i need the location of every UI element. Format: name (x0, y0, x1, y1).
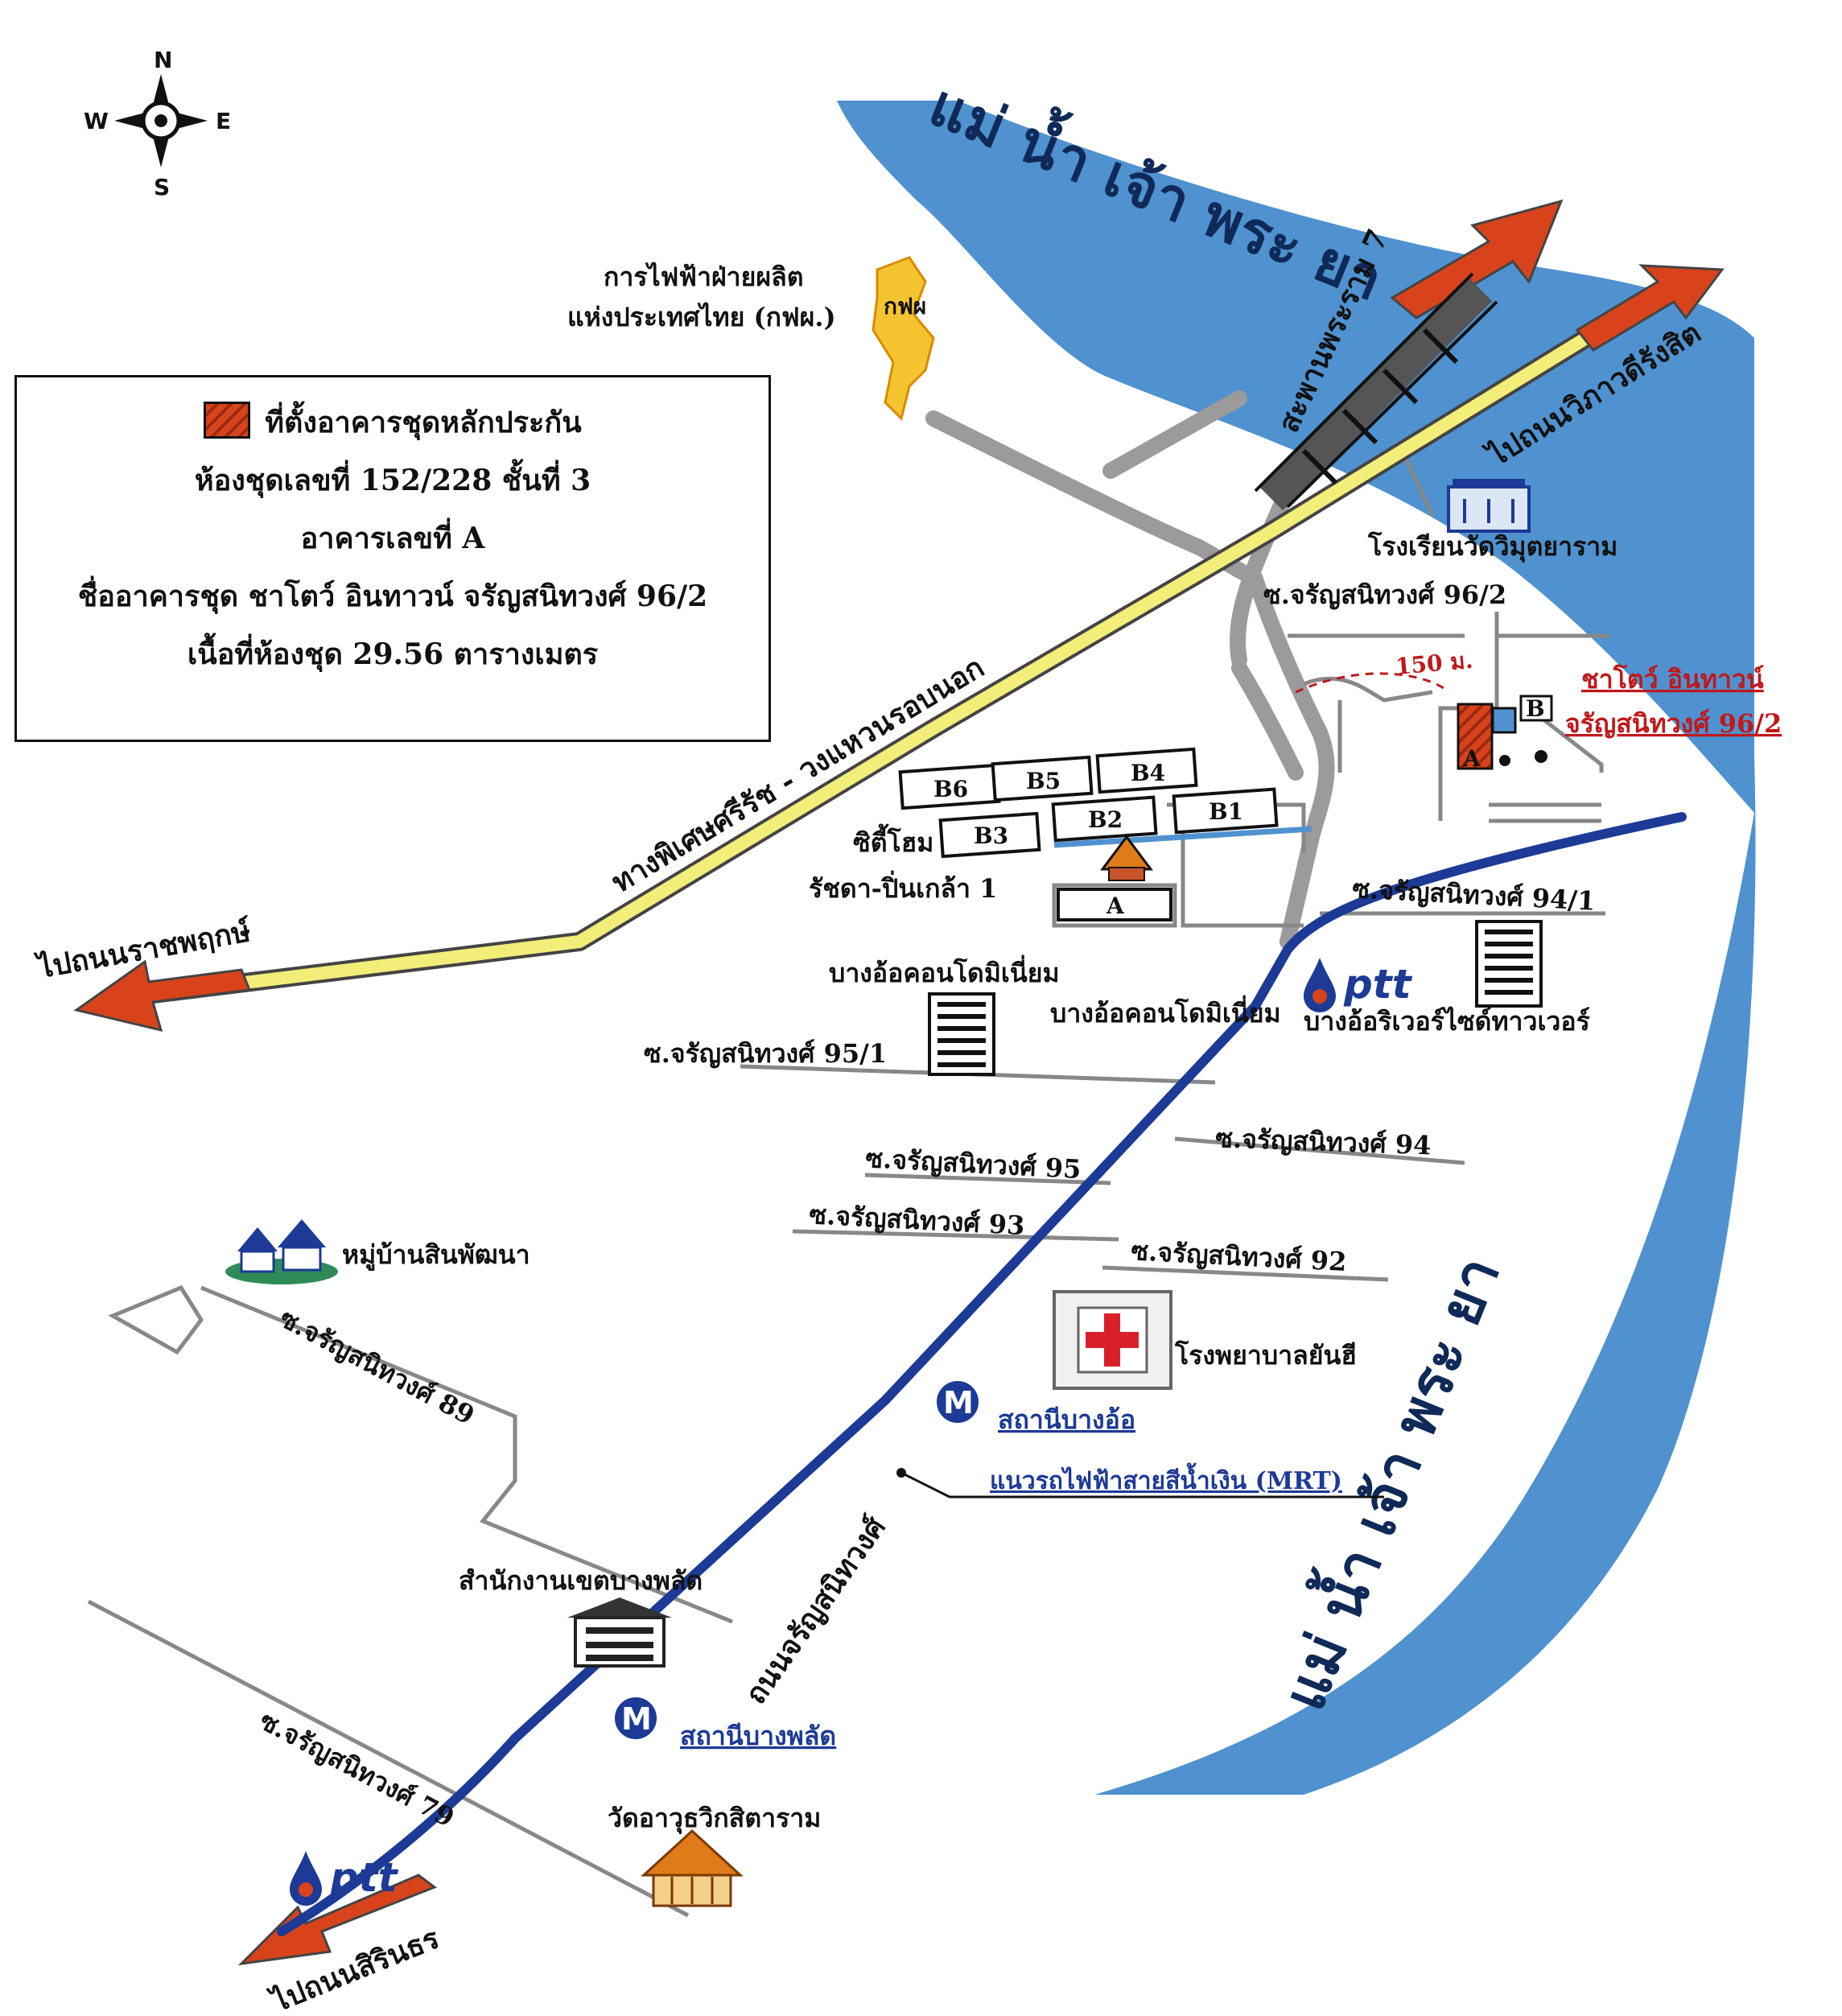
hospital-icon (1053, 1290, 1172, 1390)
riverside-label: บางอ้อริเวอร์ไซด์ทาวเวอร์ (1304, 1006, 1590, 1037)
district-office-label: สำนักงานเขตบางพลัด (459, 1565, 703, 1596)
ptt-text-bottom: ptt (329, 1854, 399, 1901)
station-bang-phlat-label: สถานีบางพลัด (680, 1721, 836, 1751)
target-name-2: จรัญสนิทวงศ์ 96/2 (1565, 708, 1782, 739)
village-label: หมู่บ้านสินพัฒนา (342, 1239, 530, 1272)
ptt-logo-bottom: ptt (290, 1851, 399, 1906)
soi-93-label: ซ.จรัญสนิทวงศ์ 93 (809, 1199, 1026, 1241)
info-line-4: ชื่ออาคารชุด ชาโตว์ อินทาวน์ จรัญสนิทวงศ… (77, 579, 708, 613)
district-office-icon (567, 1598, 672, 1668)
river-top (837, 101, 1754, 813)
condo-tower-icon (928, 992, 995, 1076)
block-a-label: A (1106, 893, 1125, 919)
soi-89-label: ซ.จรัญสนิทวงศ์ 89 (274, 1303, 480, 1431)
condo-bang-o-mid-label: บางอ้อคอนโดมิเนี่ยม (1050, 995, 1281, 1029)
info-line-1: ที่ตั้งอาคารชุดหลักประกัน (17, 394, 769, 451)
info-line-5: เนื้อที่ห้องชุด 29.56 ตารางเมตร (187, 637, 599, 671)
condo-bang-o-top-label: บางอ้อคอนโดมิเนี่ยม (829, 954, 1060, 988)
block-a (1057, 888, 1172, 921)
hospital-label: โรงพยาบาลยันฮี (1174, 1340, 1357, 1371)
minor-roads (87, 445, 1609, 1918)
distance-line (1295, 672, 1450, 694)
mrt-station-bang-phlat-icon: M (612, 1694, 660, 1742)
mrt-line (277, 812, 1687, 1936)
target-bldg-a: A (1462, 745, 1481, 772)
compass-icon: N S E W (84, 47, 231, 200)
village-icon (225, 1219, 338, 1284)
local-roads (925, 390, 1335, 950)
target-building-icon: A B (1457, 695, 1553, 772)
mrt-callout-line (900, 1471, 1384, 1499)
info-line-2: ห้องชุดเลขที่ 152/228 ชั้นที่ 3 (194, 464, 591, 497)
distance-label: 150 ม. (1395, 647, 1474, 680)
svg-text:M: M (943, 1385, 974, 1420)
city-home-blocks (898, 747, 1279, 859)
river-right (1094, 757, 1756, 1795)
egat-logo-text: กฟผ (884, 293, 926, 320)
compass-n: N (154, 47, 172, 73)
block-b5: B5 (1026, 768, 1061, 794)
arrow-sirindhorn (237, 1874, 438, 1966)
soi-79-label: ซ.จรัญสนิทวงศ์ 79 (254, 1705, 459, 1833)
city-home-label-2: รัชดา-ปิ่นเกล้า 1 (809, 870, 997, 904)
arrow-nonthaburi (1390, 199, 1725, 352)
block-b1: B1 (1209, 798, 1243, 825)
soi-94-label: ซ.จรัญสนิทวงศ์ 94 (1215, 1123, 1432, 1161)
city-home-label-1: ซิตี้โฮม (853, 823, 933, 858)
canal (1053, 826, 1312, 848)
school-icon (1447, 479, 1531, 533)
property-legend-swatch (204, 402, 251, 439)
soi-95-1-label: ซ.จรัญสนิทวงศ์ 95/1 (644, 1038, 887, 1069)
compass-e: E (216, 108, 231, 134)
mrt-line-label: แนวรถไฟฟ้าสายสีน้ำเงิน (MRT) (990, 1462, 1342, 1495)
compass-s: S (154, 174, 170, 200)
mrt-station-bang-o-icon: M (933, 1378, 982, 1426)
svg-text:M: M (621, 1701, 652, 1737)
rama7-bridge (1254, 272, 1498, 511)
ptt-logo-top: ptt (1304, 958, 1413, 1012)
school-label: โรงเรียนวัดวิมุตยาราม (1367, 531, 1617, 563)
egat-label-2: แห่งประเทศไทย (กฟผ.) (567, 302, 836, 332)
block-b4: B4 (1131, 760, 1165, 786)
riverside-tower-icon (1475, 920, 1543, 1008)
arrow-ratchaphruek (73, 959, 252, 1033)
egat-logo: กฟผ (872, 256, 935, 421)
compass-w: W (84, 108, 109, 134)
main-road-label: ถนนจรัญสนิทวงศ์ (739, 1510, 893, 1710)
station-bang-o-label: สถานีบางอ้อ (998, 1404, 1135, 1435)
egat-label-1: การไฟฟ้าฝ่ายผลิต (604, 262, 804, 292)
soi-96-2-label: ซ.จรัญสนิทวงศ์ 96/2 (1263, 579, 1506, 610)
temple-icon (641, 1828, 744, 1907)
temple-small-icon (1100, 835, 1153, 881)
target-bldg-b: B (1526, 695, 1545, 722)
ptt-text-top: ptt (1343, 961, 1413, 1008)
info-line-3: อาคารเลขที่ A (300, 522, 485, 555)
block-b2: B2 (1088, 806, 1123, 833)
soi-94-1-label: ซ.จรัญสนิทวงศ์ 94/1 (1352, 873, 1597, 917)
soi-95-label: ซ.จรัญสนิทวงศ์ 95 (865, 1143, 1082, 1185)
target-name-1: ชาโตว์ อินทาวน์ (1581, 664, 1764, 695)
collateral-info-box: ที่ตั้งอาคารชุดหลักประกัน ห้องชุดเลขที่ … (14, 375, 771, 742)
block-b3: B3 (974, 822, 1008, 849)
temple-label: วัดอาวุธวิกสิตาราม (608, 1803, 821, 1835)
block-b6: B6 (933, 776, 968, 802)
